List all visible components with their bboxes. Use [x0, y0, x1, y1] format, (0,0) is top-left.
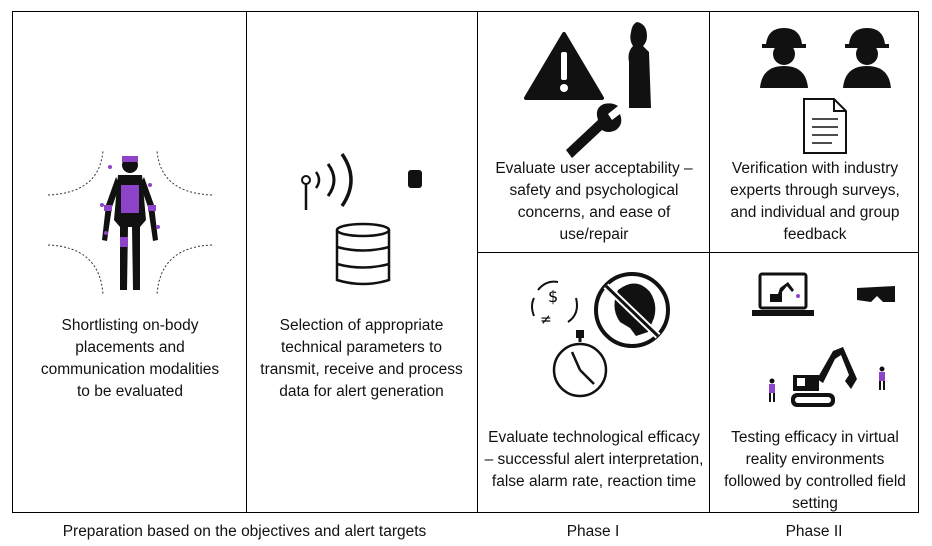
phase-divider: [477, 252, 919, 253]
prep-label: Preparation based on the objectives and …: [62, 523, 427, 540]
worker-figure-icon: [769, 378, 775, 402]
divider-1: [246, 11, 247, 513]
divider-2: [477, 11, 478, 513]
excavator-icon: [791, 347, 857, 407]
laptop-excavator-icon: [752, 272, 814, 316]
phase2-top-text: Verification with industry experts throu…: [730, 160, 900, 243]
tech-text: Selection of appropriate technical param…: [260, 317, 463, 400]
svg-text:$: $: [548, 287, 558, 306]
svg-text:≠: ≠: [540, 312, 552, 328]
vr-goggles-icon: [857, 286, 895, 302]
worker-figure-icon: [879, 366, 885, 390]
no-headset-icon: [594, 272, 670, 348]
phase1-bottom-text: Evaluate technological efficacy – succes…: [484, 429, 704, 490]
warning-icon: [524, 32, 604, 100]
database-icon: [335, 222, 391, 286]
wrench-icon: [566, 103, 622, 158]
worker-hardhat-icon: [760, 28, 808, 88]
phase2-bottom-text: Testing efficacy in virtual reality envi…: [724, 429, 906, 512]
document-icon: [803, 98, 847, 154]
person-silhouette-icon: [628, 22, 651, 108]
human-body-icon: [47, 149, 213, 296]
cycle-icon: $ ≠: [531, 280, 578, 328]
phase2-label: Phase II: [785, 523, 843, 540]
prep-text: Shortlisting on-body placements and comm…: [40, 317, 220, 400]
worker-hardhat-icon: [843, 28, 891, 88]
divider-3: [709, 11, 710, 513]
antenna-icon: [301, 153, 422, 210]
diagram-frame: [12, 11, 919, 513]
phase1-label: Phase I: [566, 523, 620, 540]
stopwatch-icon: [552, 330, 608, 398]
phase1-top-text: Evaluate user acceptability – safety and…: [495, 160, 693, 243]
